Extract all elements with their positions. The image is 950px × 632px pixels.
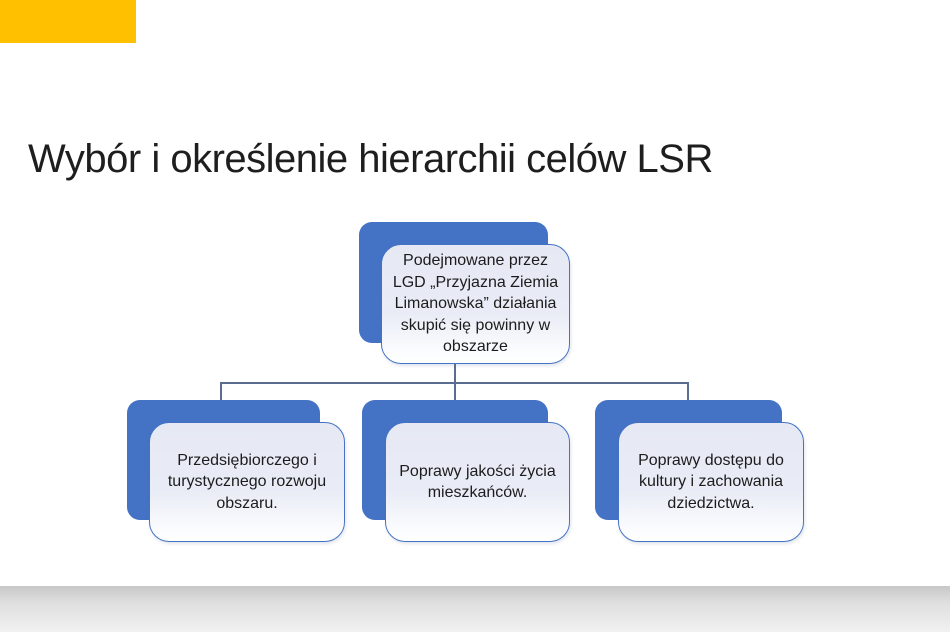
child-node-1-text: Przedsiębiorczego i turystycznego rozwoj…: [167, 451, 327, 512]
slide-title: Wybór i określenie hierarchii celów LSR: [28, 137, 713, 181]
child-node-3: Poprawy dostępu do kultury i zachowania …: [618, 422, 804, 542]
connector-drop-right: [687, 382, 689, 401]
page-edge-shadow: [0, 586, 950, 632]
child-node-1: Przedsiębiorczego i turystycznego rozwoj…: [149, 422, 345, 542]
child-node-3-text: Poprawy dostępu do kultury i zachowania …: [638, 451, 784, 512]
connector-drop-center: [454, 382, 456, 401]
connector-drop-left: [220, 382, 222, 401]
child-node-2: Poprawy jakości życia mieszkańców.: [385, 422, 570, 542]
root-node-text: Podejmowane przez LGD „Przyjazna Ziemia …: [392, 252, 559, 356]
hierarchy-diagram: Podejmowane przez LGD „Przyjazna Ziemia …: [127, 222, 804, 542]
child-node-2-text: Poprawy jakości życia mieszkańców.: [399, 462, 556, 501]
connector-root-stem: [454, 364, 456, 383]
accent-bar: [0, 0, 136, 43]
root-node: Podejmowane przez LGD „Przyjazna Ziemia …: [381, 244, 570, 364]
slide-canvas: Wybór i określenie hierarchii celów LSR …: [0, 0, 804, 542]
